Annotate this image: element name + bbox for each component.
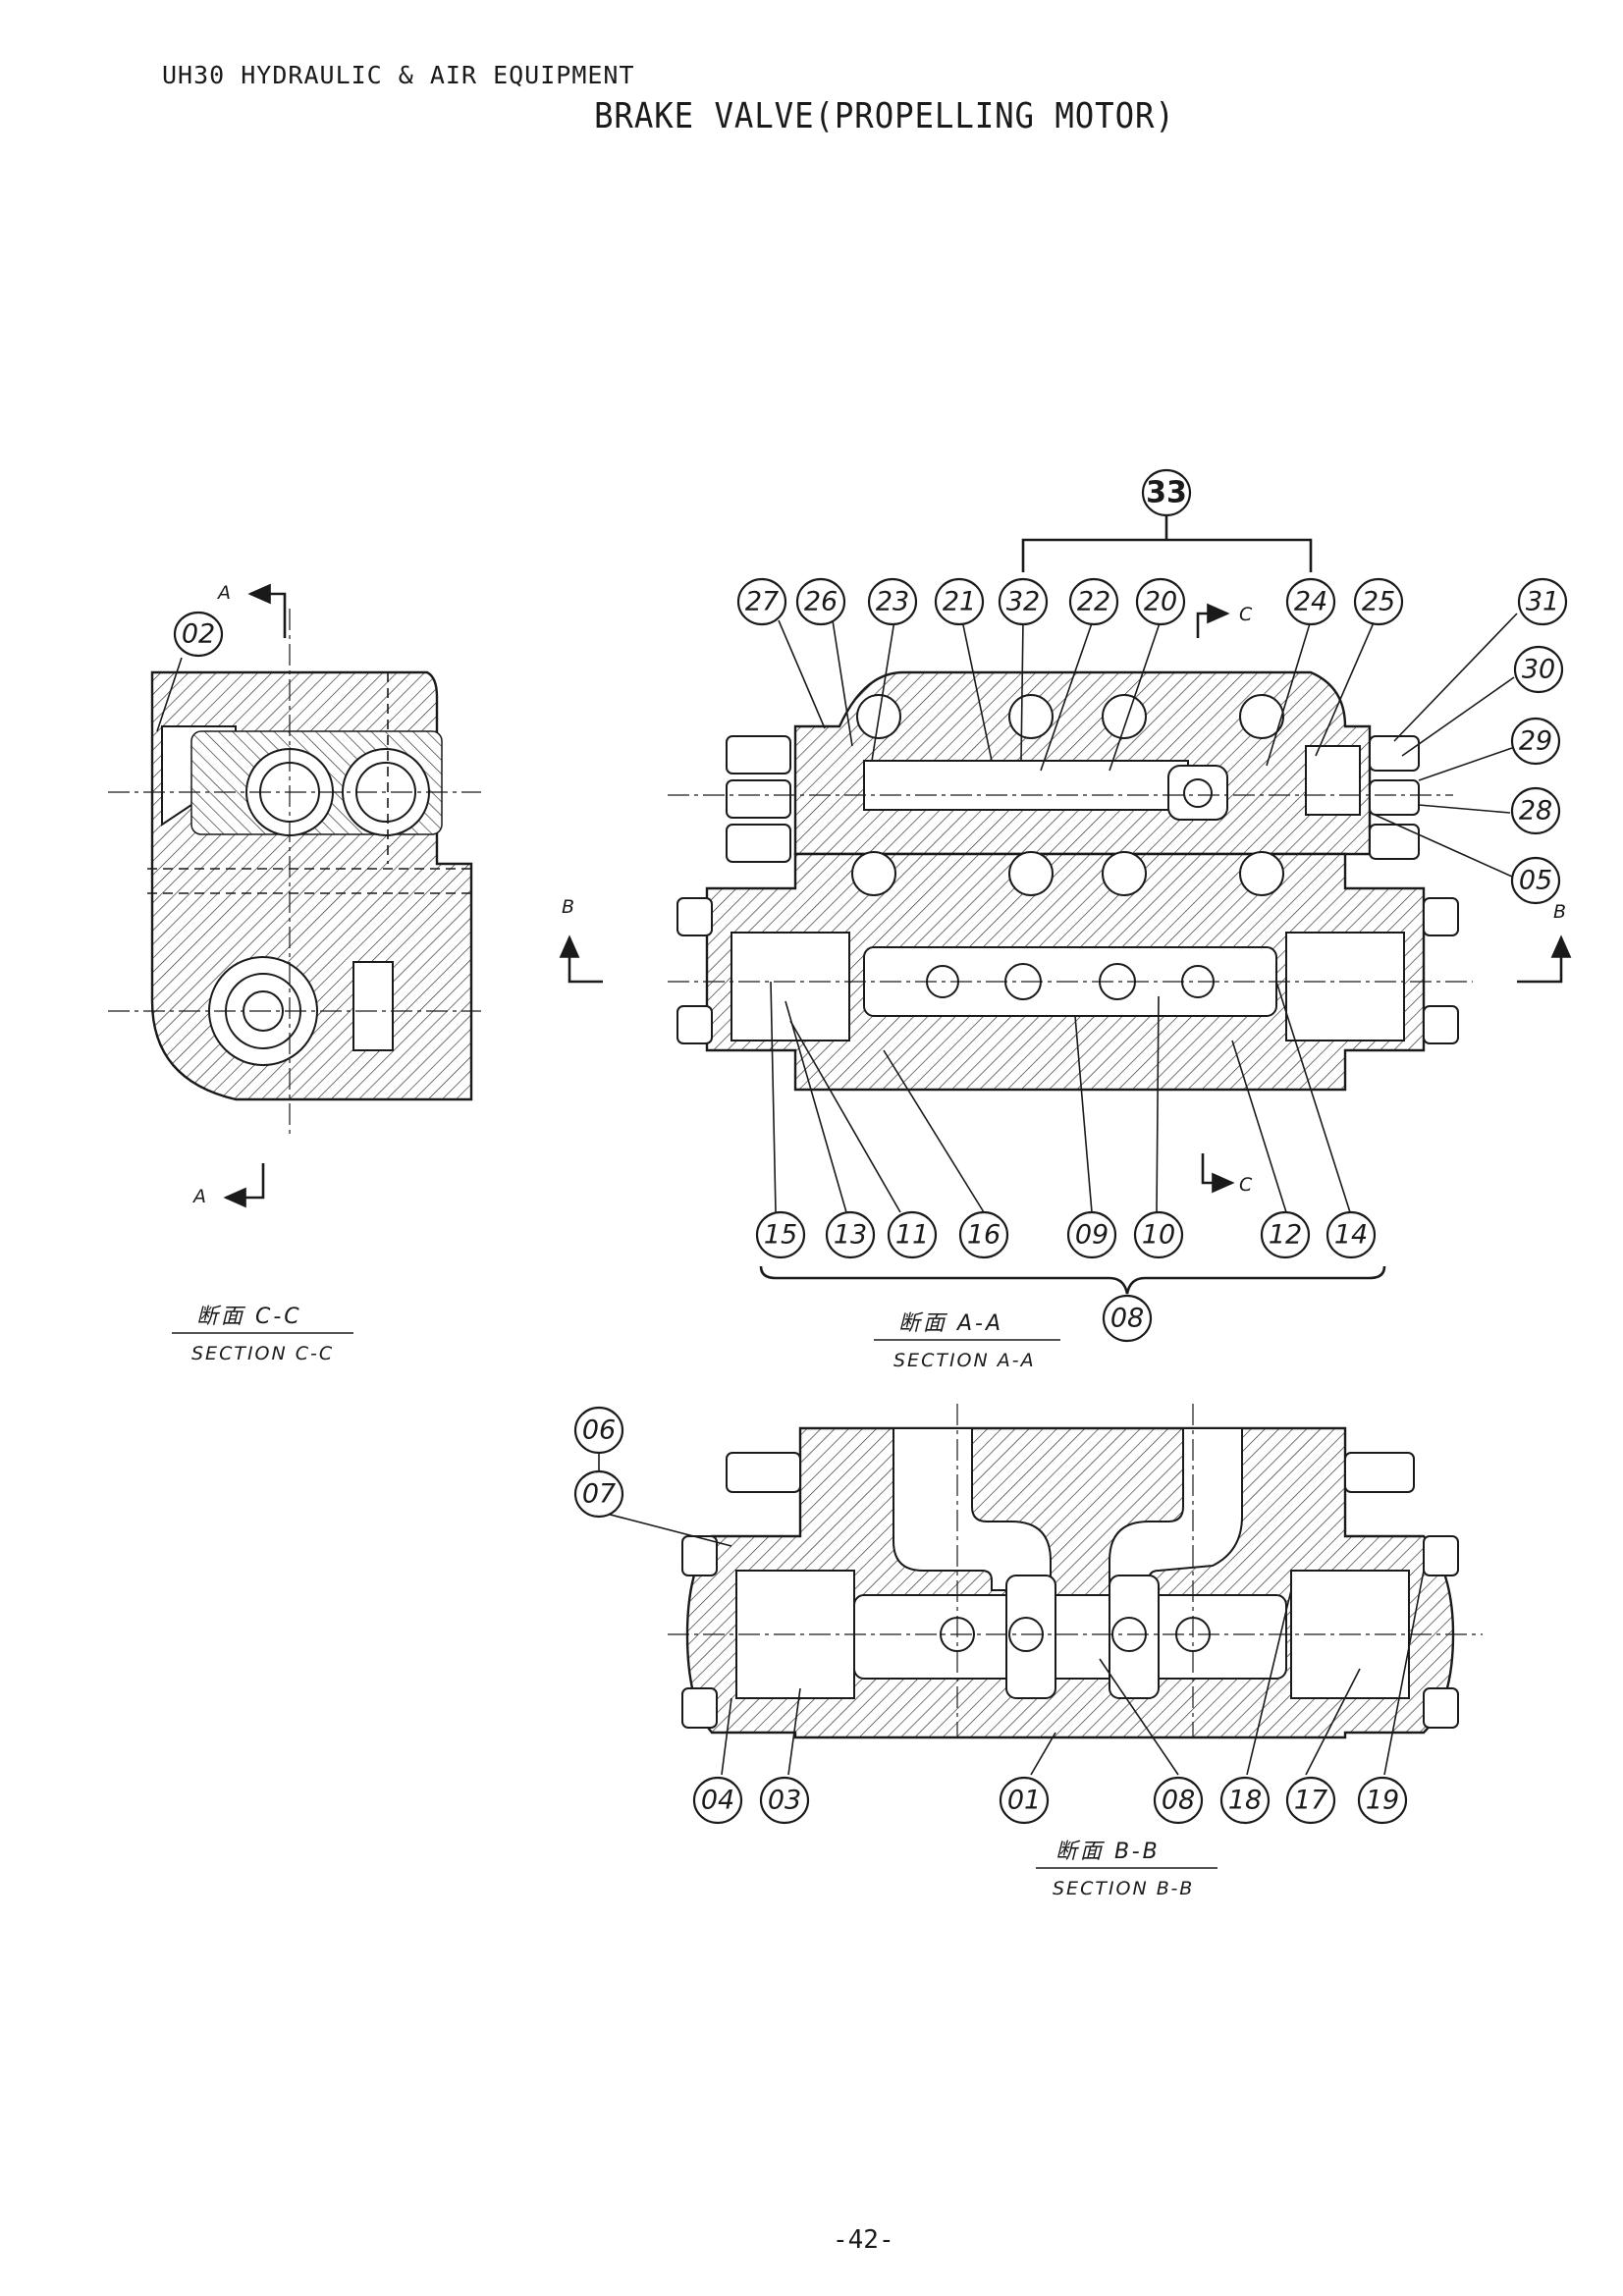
callout-33: 33 xyxy=(1146,476,1187,510)
callout-22: 22 xyxy=(1077,587,1110,617)
callouts-top-row: 27 26 23 21 32 22 20 24 25 xyxy=(736,577,1404,626)
callout-29: 29 xyxy=(1519,726,1552,757)
cut-marker-a-bottom: A xyxy=(191,1186,206,1207)
section-aa-en-label: SECTION A-A xyxy=(893,1350,1036,1371)
callout-11: 11 xyxy=(895,1220,929,1251)
section-bb-view: 06 07 04 03 01 08 18 17 19 断面 B-B SEC xyxy=(573,1404,1483,1899)
section-aa-view: B B C C 33 27 xyxy=(559,468,1572,1371)
callout-28: 28 xyxy=(1519,796,1552,827)
callout-21: 21 xyxy=(943,587,976,617)
callout-03: 03 xyxy=(768,1786,801,1816)
callout-23: 23 xyxy=(876,587,909,617)
callout-12: 12 xyxy=(1269,1220,1302,1251)
callout-19: 19 xyxy=(1366,1786,1399,1816)
callout-26: 26 xyxy=(804,587,838,617)
cut-marker-c-bottom: C xyxy=(1239,1174,1253,1196)
callout-20: 20 xyxy=(1144,587,1177,617)
callout-15: 15 xyxy=(764,1220,797,1251)
callout-30: 30 xyxy=(1522,655,1555,685)
section-bb-jp-label: 断面 B-B xyxy=(1055,1840,1161,1864)
callout-08-group: 08 xyxy=(1110,1304,1144,1334)
document-header: UH30 HYDRAULIC & AIR EQUIPMENT xyxy=(162,61,635,89)
callout-18: 18 xyxy=(1228,1786,1262,1816)
callouts-section-bb: 06 07 04 03 01 08 18 17 19 xyxy=(573,1406,1408,1825)
callout-09: 09 xyxy=(1075,1220,1109,1251)
callout-27: 27 xyxy=(745,587,779,617)
section-cc-jp-label: 断面 C-C xyxy=(196,1305,302,1329)
callout-bubble-08 xyxy=(1102,1294,1153,1343)
cut-marker-b-right: B xyxy=(1553,901,1566,923)
callout-31: 31 xyxy=(1526,587,1559,617)
callout-17: 17 xyxy=(1294,1786,1327,1816)
callout-25: 25 xyxy=(1362,587,1395,617)
callout-24: 24 xyxy=(1294,587,1327,617)
callout-02: 02 xyxy=(182,619,215,650)
cut-marker-b-left: B xyxy=(562,896,574,918)
callout-06: 06 xyxy=(582,1415,616,1446)
callout-10: 10 xyxy=(1142,1220,1175,1251)
cut-marker-a-top: A xyxy=(216,582,231,604)
section-cc-view: A A 02 断面 C-C SECTION C-C xyxy=(108,582,481,1364)
callouts-right-column: 31 30 29 28 05 xyxy=(1510,577,1568,905)
callout-16: 16 xyxy=(967,1220,1001,1251)
callout-07: 07 xyxy=(582,1479,616,1510)
callout-bubble-02 xyxy=(173,611,224,658)
callout-bubble-33 xyxy=(1141,468,1192,517)
section-aa-jp-label: 断面 A-A xyxy=(898,1311,1003,1336)
callout-05: 05 xyxy=(1519,866,1552,896)
cut-marker-c-top: C xyxy=(1239,604,1253,625)
section-cc-en-label: SECTION C-C xyxy=(191,1343,334,1364)
callout-04: 04 xyxy=(701,1786,734,1816)
callout-32: 32 xyxy=(1006,587,1040,617)
callout-14: 14 xyxy=(1334,1220,1368,1251)
callouts-bottom-row: 15 13 11 16 09 10 12 14 xyxy=(755,1210,1377,1259)
page-number: -42- xyxy=(833,2225,894,2255)
callout-01: 01 xyxy=(1007,1786,1041,1816)
callout-08: 08 xyxy=(1162,1786,1195,1816)
section-bb-en-label: SECTION B-B xyxy=(1053,1878,1194,1899)
drawing-title: BRAKE VALVE(PROPELLING MOTOR) xyxy=(594,96,1175,136)
callout-13: 13 xyxy=(834,1220,867,1251)
